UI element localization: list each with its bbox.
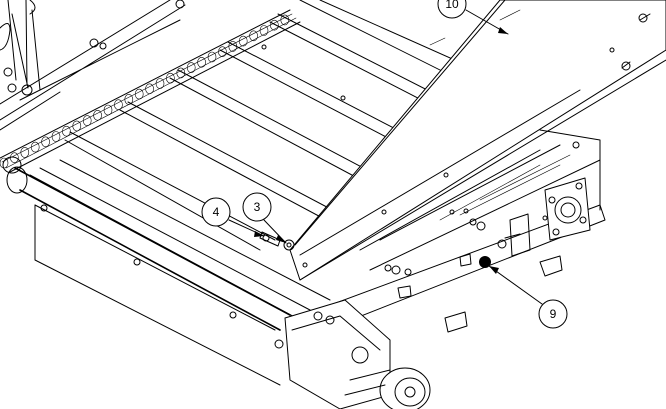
callout-10: 10: [437, 0, 509, 35]
front-roller: [2, 156, 291, 386]
callout-3: 3: [242, 192, 287, 244]
chain-link: [62, 125, 71, 137]
chain-link: [30, 141, 40, 153]
chain-link: [20, 147, 30, 158]
chain-link: [155, 78, 165, 89]
chute-hopper: [289, 0, 666, 281]
chain-link: [41, 136, 50, 148]
chain-link: [82, 115, 92, 126]
chain-link: [51, 131, 61, 142]
chain-link: [176, 67, 186, 79]
chain-link: [166, 72, 175, 84]
chain-link: [218, 46, 227, 58]
chain-link: [93, 110, 102, 121]
chain-link: [0, 157, 9, 169]
callouts: 10 4 3 9: [11, 0, 568, 329]
chain-link: [10, 152, 19, 163]
callout-label: 3: [254, 200, 261, 214]
chain-link: [238, 35, 248, 47]
chain-link: [124, 94, 134, 105]
callout-label: 4: [213, 205, 220, 219]
callout-label: 10: [445, 0, 459, 11]
callout-9: 9: [488, 265, 568, 329]
upper-left-panel: [0, 0, 186, 131]
chain-link: [249, 30, 258, 42]
chain-link: [72, 120, 82, 132]
chain-link: [207, 51, 217, 63]
right-bearing: [544, 141, 591, 241]
chain-link: [145, 83, 154, 95]
chain-link: [270, 19, 279, 31]
chain-link: [186, 62, 196, 73]
fastener-parts: [259, 231, 295, 251]
chain-link: [197, 56, 206, 68]
callout-4: 4: [201, 197, 265, 237]
upper-chain: [0, 9, 301, 173]
chain-link: [134, 88, 144, 100]
chain-link: [114, 99, 123, 110]
chain-link: [103, 104, 113, 116]
callout-partial-topleft: [11, 0, 41, 91]
front-bearing: [284, 299, 431, 409]
callout-label: 9: [550, 307, 557, 321]
chain-link: [259, 25, 269, 36]
